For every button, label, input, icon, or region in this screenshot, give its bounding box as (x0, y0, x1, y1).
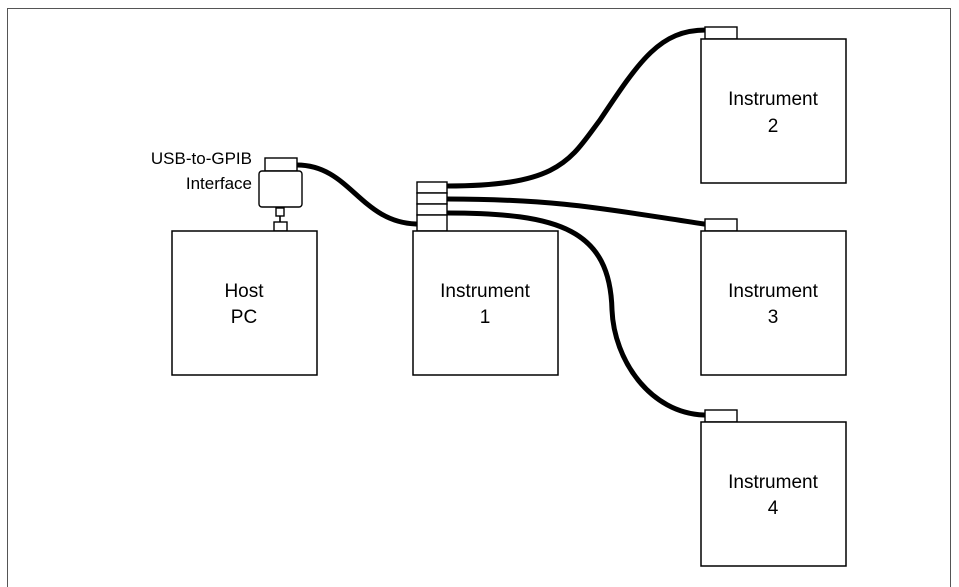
instrument-2-label-line1: Instrument (728, 89, 818, 110)
instrument-3-label-line1: Instrument (728, 281, 818, 302)
host-pc-box (171, 230, 318, 376)
instrument-2-connector (704, 26, 738, 40)
instrument-1-box (412, 230, 559, 376)
diagram-frame (7, 8, 951, 587)
instrument-2-label-line2: 2 (768, 116, 779, 137)
instrument-1-label-line1: Instrument (440, 281, 530, 302)
interface-body (258, 170, 303, 208)
host-pc-label-line1: Host (224, 281, 264, 302)
cable-to-instrument-4 (444, 210, 707, 418)
usb-to-gpib-interface (258, 157, 303, 232)
cable-interface-to-instrument-1 (294, 162, 419, 227)
instrument-3-connector (704, 218, 738, 232)
stacked-connector-2 (416, 192, 448, 205)
instrument-1-connector-stack (416, 181, 448, 232)
instrument-4-connector (704, 409, 738, 423)
gpib-cables (294, 27, 709, 418)
interface-usb-plug (275, 207, 285, 217)
interface-label-line1: USB-to-GPIB (151, 149, 252, 168)
instrument-4-label-line1: Instrument (728, 472, 818, 493)
interface-label-line2: Interface (186, 174, 252, 193)
instrument-3-box (700, 230, 847, 376)
instrument-1-label-line2: 1 (480, 307, 491, 328)
instrument-3-label-line2: 3 (768, 307, 779, 328)
stacked-connector-3 (416, 203, 448, 216)
instrument-4-box (700, 421, 847, 567)
instrument-2-box (700, 38, 847, 184)
stacked-connector-4 (416, 214, 448, 232)
stacked-connector-1 (416, 181, 448, 194)
cable-to-instrument-2 (444, 27, 709, 189)
interface-top-connector (264, 157, 298, 172)
cable-to-instrument-3 (444, 196, 707, 227)
host-usb-port (273, 221, 288, 232)
instrument-4-label-line2: 4 (768, 498, 779, 519)
host-pc-label-line2: PC (231, 307, 257, 328)
